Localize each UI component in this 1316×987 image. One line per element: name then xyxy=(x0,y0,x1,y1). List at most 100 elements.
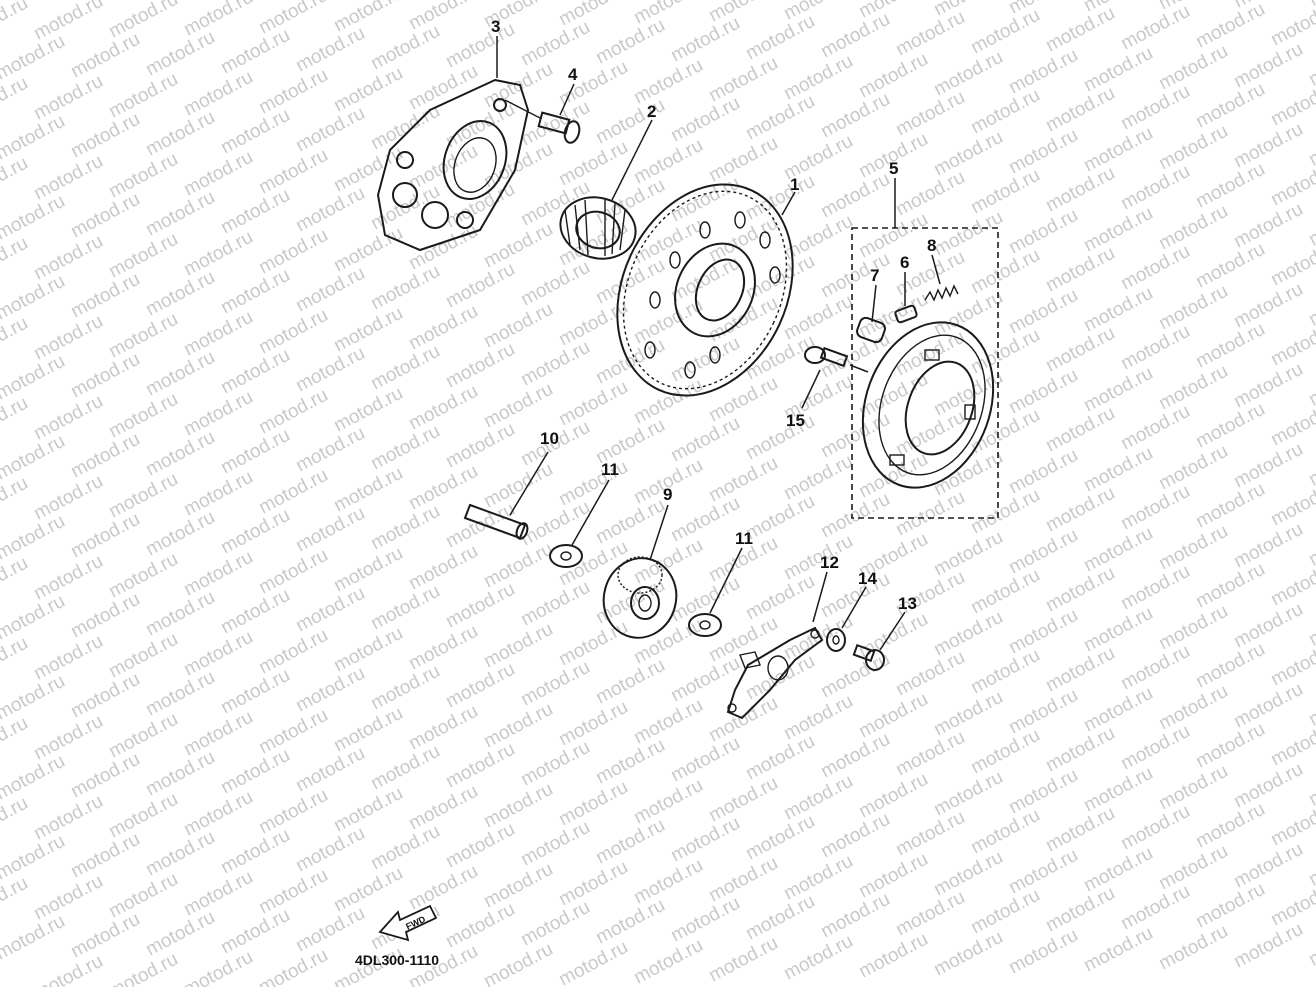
part-1-starter-wheel-gear xyxy=(616,183,794,397)
watermark-text: motod.ru xyxy=(1192,479,1268,533)
watermark-text: motod.ru xyxy=(517,177,593,231)
watermark-text: motod.ru xyxy=(142,507,218,561)
watermark-text: motod.ru xyxy=(1305,597,1316,651)
watermark-text: motod.ru xyxy=(217,105,293,159)
watermark-text: motod.ru xyxy=(930,607,1006,661)
watermark-text: motod.ru xyxy=(592,735,668,789)
watermark-text: motod.ru xyxy=(405,701,481,755)
watermark-text: motod.ru xyxy=(292,423,368,477)
watermark-text: motod.ru xyxy=(367,21,443,75)
watermark-text: motod.ru xyxy=(1042,483,1118,537)
watermark-text: motod.ru xyxy=(1042,563,1118,617)
watermark-text: motod.ru xyxy=(780,291,856,345)
watermark-text: motod.ru xyxy=(330,63,406,117)
watermark-text: motod.ru xyxy=(1042,643,1118,697)
watermark-text: motod.ru xyxy=(930,847,1006,901)
watermark-text: motod.ru xyxy=(1117,81,1193,135)
watermark-text: motod.ru xyxy=(367,341,443,395)
watermark-text: motod.ru xyxy=(1305,677,1316,731)
watermark-text: motod.ru xyxy=(0,111,69,165)
watermark-text: motod.ru xyxy=(217,25,293,79)
watermark-text: motod.ru xyxy=(967,885,1043,939)
watermark-text: motod.ru xyxy=(817,809,893,863)
watermark-text: motod.ru xyxy=(255,865,331,919)
callout-3: 3 xyxy=(491,17,500,36)
watermark-text: motod.ru xyxy=(442,99,518,153)
watermark-text: motod.ru xyxy=(480,859,556,913)
watermark-text: motod.ru xyxy=(1042,323,1118,377)
watermark-text: motod.ru xyxy=(1042,403,1118,457)
watermark-text: motod.ru xyxy=(667,333,743,387)
watermark-text: motod.ru xyxy=(292,823,368,877)
watermark-text: motod.ru xyxy=(892,487,968,541)
callout-5: 5 xyxy=(889,159,898,178)
watermark-text: motod.ru xyxy=(142,667,218,721)
watermark-text: motod.ru xyxy=(1230,519,1306,573)
watermark-text: motod.ru xyxy=(292,743,368,797)
callout-10: 10 xyxy=(540,429,559,448)
watermark-text: motod.ru xyxy=(180,947,256,987)
watermark-text: motod.ru xyxy=(105,309,181,363)
watermark-text: motod.ru xyxy=(1305,117,1316,171)
watermark-text: motod.ru xyxy=(142,907,218,961)
watermark-text: motod.ru xyxy=(742,91,818,145)
watermark-text: motod.ru xyxy=(967,645,1043,699)
watermark-text: motod.ru xyxy=(1192,879,1268,933)
part-11-washer-a xyxy=(549,544,583,568)
watermark-text: motod.ru xyxy=(705,853,781,907)
watermark-text: motod.ru xyxy=(292,663,368,717)
part-6-spring-cap xyxy=(894,304,918,324)
watermark-text: motod.ru xyxy=(1230,439,1306,493)
watermark-text: motod.ru xyxy=(817,9,893,63)
callout-7: 7 xyxy=(870,266,879,285)
watermark-text: motod.ru xyxy=(705,933,781,987)
watermark-text: motod.ru xyxy=(1005,365,1081,419)
watermark-text: motod.ru xyxy=(1005,525,1081,579)
watermark-text: motod.ru xyxy=(67,109,143,163)
watermark-text: motod.ru xyxy=(217,185,293,239)
watermark-text: motod.ru xyxy=(630,135,706,189)
watermark-text: motod.ru xyxy=(817,569,893,623)
watermark-text: motod.ru xyxy=(330,783,406,837)
watermark-text: motod.ru xyxy=(1005,45,1081,99)
watermark-text: motod.ru xyxy=(630,935,706,987)
watermark-text: motod.ru xyxy=(780,771,856,825)
watermark-text: motod.ru xyxy=(967,485,1043,539)
watermark-text: motod.ru xyxy=(1005,605,1081,659)
watermark-text: motod.ru xyxy=(967,165,1043,219)
watermark-text: motod.ru xyxy=(1305,357,1316,411)
watermark-text: motod.ru xyxy=(142,347,218,401)
watermark-text: motod.ru xyxy=(0,233,32,287)
watermark-text: motod.ru xyxy=(1230,39,1306,93)
watermark-text: motod.ru xyxy=(1080,283,1156,337)
watermark-text: motod.ru xyxy=(255,145,331,199)
watermark-text: motod.ru xyxy=(817,409,893,463)
watermark-text: motod.ru xyxy=(0,0,32,46)
watermark-text: motod.ru xyxy=(592,175,668,229)
part-8-spring xyxy=(924,284,959,302)
watermark-text: motod.ru xyxy=(1117,641,1193,695)
watermark-text: motod.ru xyxy=(442,499,518,553)
watermark-text: motod.ru xyxy=(217,745,293,799)
watermark-text: motod.ru xyxy=(630,295,706,349)
watermark-text: motod.ru xyxy=(255,945,331,987)
watermark-text: motod.ru xyxy=(1155,281,1231,335)
watermark-text: motod.ru xyxy=(1230,679,1306,733)
watermark-text: motod.ru xyxy=(0,511,69,565)
watermark-text: motod.ru xyxy=(1005,845,1081,899)
watermark-text: motod.ru xyxy=(517,257,593,311)
watermark-text: motod.ru xyxy=(1080,843,1156,897)
watermark-text: motod.ru xyxy=(555,57,631,111)
watermark-text: motod.ru xyxy=(255,705,331,759)
watermark-text: motod.ru xyxy=(780,51,856,105)
watermark-text: motod.ru xyxy=(142,107,218,161)
watermark-text: motod.ru xyxy=(30,311,106,365)
watermark-text: motod.ru xyxy=(0,31,69,85)
watermark-text: motod.ru xyxy=(30,471,106,525)
watermark-text: motod.ru xyxy=(330,623,406,677)
watermark-text: motod.ru xyxy=(180,547,256,601)
watermark-text: motod.ru xyxy=(855,49,931,103)
watermark-text: motod.ru xyxy=(442,739,518,793)
watermark-text: motod.ru xyxy=(180,147,256,201)
